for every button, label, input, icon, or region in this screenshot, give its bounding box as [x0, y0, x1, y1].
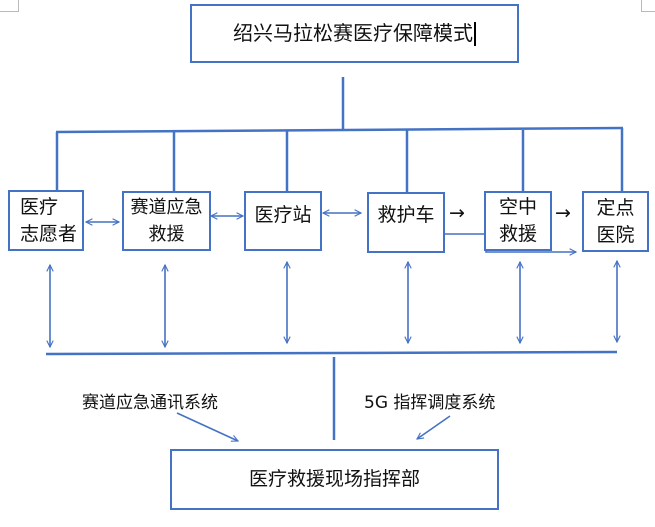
command-center-label: 医疗救援现场指挥部 [248, 468, 420, 490]
label-course-comm-system: 赛道应急通讯系统 [82, 393, 218, 413]
arrow-5g-system-to-command [417, 415, 451, 439]
node-label-line: 救护车 [377, 204, 435, 226]
node-label-line: 救援 [498, 223, 537, 245]
node-label-line: 医疗 [20, 195, 59, 218]
label-5g-dispatch-system: 5G 指挥调度系统 [364, 393, 496, 413]
node-label-line: 医院 [596, 223, 635, 246]
crop-mark-top-right [641, 0, 655, 12]
command-center-box: 医疗救援现场指挥部 [170, 449, 499, 510]
flow-arrow-ambulance-to-air: → [449, 202, 465, 224]
node-label-line: 赛道应急 [130, 197, 203, 218]
node-medical-station: 医疗站 [244, 191, 322, 251]
arrow-comm-system-to-command [176, 412, 238, 441]
node-course-emergency-rescue: 赛道应急 救援 [122, 191, 211, 251]
top-bus-line [55, 126, 624, 134]
diagram-title-box: 绍兴马拉松赛医疗保障模式 [190, 4, 519, 63]
node-label-line: 救援 [148, 224, 185, 245]
text-cursor [474, 21, 476, 46]
node-medical-volunteers: 医疗 志愿者 [8, 190, 84, 251]
node-designated-hospital: 定点 医院 [582, 191, 649, 252]
node-label-line: 志愿者 [20, 222, 78, 245]
crop-mark-top-left [0, 0, 19, 12]
diagram-title: 绍兴马拉松赛医疗保障模式 [233, 21, 473, 45]
node-ambulance: 救护车 [367, 192, 445, 253]
node-label-line: 医疗站 [254, 204, 312, 226]
bottom-bus-line [45, 350, 618, 356]
node-label-line: 定点 [596, 196, 635, 219]
flow-arrow-air-to-hospital: → [555, 202, 571, 224]
node-air-rescue: 空中 救援 [484, 191, 552, 251]
node-label-line: 空中 [498, 196, 537, 218]
